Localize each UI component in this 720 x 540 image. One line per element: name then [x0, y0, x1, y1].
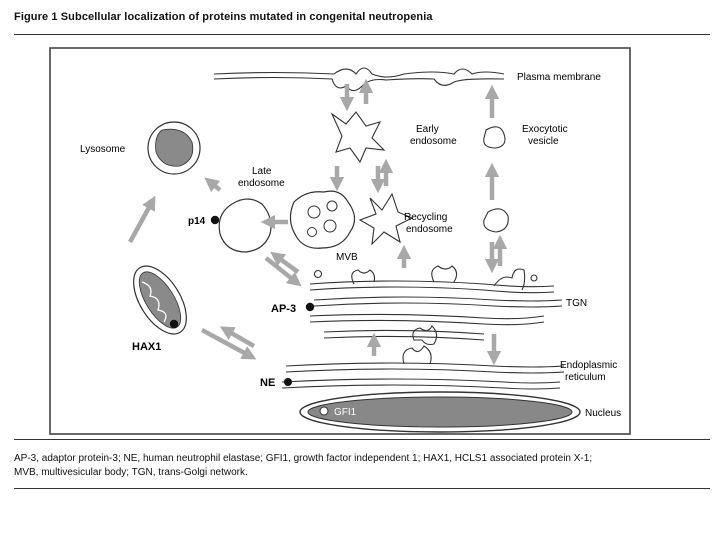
caption-rule [14, 439, 710, 440]
late-endosome [218, 198, 272, 253]
exocytotic-vesicle-line2: vesicle [528, 136, 559, 147]
lysosome-core [155, 128, 194, 167]
hax1-marker [169, 319, 179, 329]
caption-line-2: MVB, multivesicular body; TGN, trans-Gol… [14, 466, 248, 478]
mitochondrion [133, 265, 187, 335]
exocytotic-vesicle-label: Exocytotic vesicle [522, 124, 570, 147]
bottom-rule [14, 488, 710, 489]
ne-label: NE [260, 377, 275, 389]
exocytotic-vesicle-line1: Exocytotic [522, 124, 568, 135]
nucleus [307, 396, 573, 428]
tgn [309, 265, 563, 341]
p14-marker [210, 215, 220, 225]
mvb-vesicle [323, 219, 337, 233]
mvb-vesicle [326, 200, 338, 212]
gfi1-label: GFI1 [334, 407, 357, 418]
figure-title: Figure 1 Subcellular localization of pro… [14, 11, 433, 23]
er-label: Endoplasmic reticulum [560, 360, 620, 383]
figure-diagram: Plasma membrane Early endosome Exocytoti… [14, 34, 710, 439]
ap3-marker [305, 302, 315, 312]
nucleus-label: Nucleus [585, 408, 621, 419]
figure-caption: AP-3, adaptor protein-3; NE, human neutr… [14, 452, 714, 479]
late-endosome-line1: Late [252, 166, 272, 177]
recycling-endosome [358, 192, 414, 246]
tgn-label: TGN [566, 298, 587, 309]
title-rule [14, 34, 710, 35]
early-endosome-label: Early endosome [410, 124, 457, 147]
mvb [289, 190, 356, 249]
cell-frame [49, 47, 631, 435]
late-endosome-line2: endosome [238, 178, 285, 189]
lysosome-label: Lysosome [80, 144, 126, 155]
hax1-label: HAX1 [132, 341, 161, 353]
ne-marker [284, 378, 292, 386]
p14-label: p14 [188, 216, 206, 227]
er-line1: Endoplasmic [560, 360, 617, 371]
early-endosome-line2: endosome [410, 136, 457, 147]
secretory-vesicle [483, 208, 509, 233]
plasma-membrane [213, 67, 505, 92]
caption-line-1: AP-3, adaptor protein-3; NE, human neutr… [14, 453, 593, 464]
er-line2: reticulum [565, 372, 606, 383]
ap3-label: AP-3 [271, 303, 296, 315]
recycling-endosome-line2: endosome [406, 224, 453, 235]
mvb-vesicle [307, 227, 317, 237]
recycling-endosome-line1: Recycling [404, 212, 447, 223]
early-endosome-line1: Early [416, 124, 439, 135]
mvb-vesicle [307, 205, 321, 219]
exocytotic-vesicle [483, 126, 506, 149]
recycling-endosome-label: Recycling endosome [404, 212, 453, 235]
endoplasmic-reticulum [281, 325, 565, 390]
trafficking-arrows [128, 78, 508, 366]
plasma-membrane-label: Plasma membrane [517, 72, 601, 83]
gfi1-marker [319, 406, 329, 416]
late-endosome-label: Late endosome [238, 166, 285, 189]
early-endosome [330, 111, 386, 164]
mvb-label: MVB [336, 252, 358, 263]
